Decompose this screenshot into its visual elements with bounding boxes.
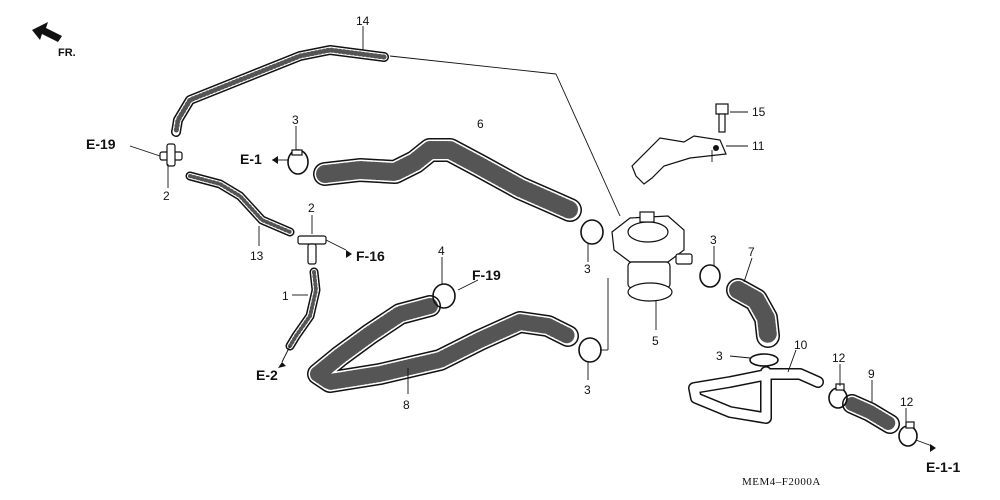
valve-assembly: [611, 211, 693, 302]
clamp-3-lower: [578, 337, 602, 363]
part-number-3-bottom: 3: [716, 349, 723, 363]
part-number-14: 14: [356, 14, 370, 28]
clamp-12-a: [828, 383, 848, 409]
hose-10: [688, 366, 824, 424]
part-number-4: 4: [438, 244, 445, 258]
arrow-e-1-1-icon: [930, 444, 936, 452]
part-number-12-b: 12: [900, 395, 914, 409]
hose-13: [185, 171, 295, 237]
part-number-6: 6: [477, 117, 484, 131]
ref-f-16: F-16: [356, 248, 385, 264]
arrow-e-2-icon: [278, 362, 286, 368]
part-number-15: 15: [752, 105, 766, 119]
t-joint-lower: [297, 235, 327, 265]
bracket: [631, 135, 727, 185]
arrow-e-1-icon: [272, 156, 278, 164]
clamp-12-b: [898, 421, 918, 447]
part-number-12-a: 12: [832, 351, 846, 365]
ref-e-2: E-2: [256, 367, 278, 383]
hose-6: [313, 138, 582, 222]
part-number-5: 5: [652, 334, 659, 348]
front-direction-arrow-icon: [32, 22, 62, 42]
clamp-4: [432, 283, 456, 309]
hose-14: [171, 45, 389, 137]
clamp-3-bottom-right: [749, 353, 779, 367]
arrow-f-16-icon: [346, 250, 352, 258]
clamp-3-right: [699, 264, 721, 288]
hose-9: [842, 394, 900, 434]
leader-lines: [129, 26, 933, 447]
part-number-1: 1: [282, 289, 289, 303]
front-direction-label: FR.: [58, 47, 76, 59]
clamp-3-upper-left: [287, 149, 309, 175]
bolt: [715, 103, 729, 133]
part-number-8: 8: [403, 398, 410, 412]
part-number-9: 9: [868, 367, 875, 381]
hose-7: [726, 278, 780, 348]
part-number-3-right: 3: [710, 233, 717, 247]
part-number-11: 11: [752, 139, 765, 153]
part-number-2-upper: 2: [163, 189, 170, 203]
clamp-3-mid: [580, 219, 604, 245]
hose-1: [285, 267, 321, 351]
part-number-3-upper: 3: [292, 113, 299, 127]
hose-8: [307, 295, 579, 393]
diagram-code: MEM4–F2000A: [742, 476, 821, 488]
t-joint-upper: [159, 143, 183, 167]
part-number-3-mid: 3: [584, 262, 591, 276]
ref-f-19: F-19: [472, 267, 501, 283]
part-number-3-lower: 3: [584, 383, 591, 397]
part-number-7: 7: [748, 245, 755, 259]
part-number-2-lower: 2: [308, 201, 315, 215]
ref-e-1-1: E-1-1: [926, 459, 960, 475]
ref-e-1: E-1: [240, 151, 262, 167]
part-number-10: 10: [794, 338, 808, 352]
part-number-13: 13: [250, 249, 264, 263]
ref-e-19: E-19: [86, 136, 116, 152]
